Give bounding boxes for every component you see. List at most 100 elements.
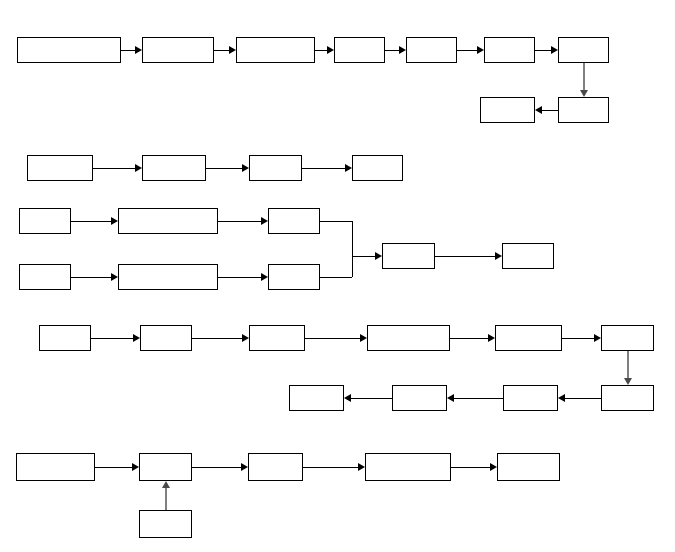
connector-b_qx-to-b_hk-head: [558, 394, 565, 402]
connector-b_uv-to-b_dl-head: [594, 334, 601, 342]
process-box-b_gj[interactable]: [249, 325, 305, 351]
connector-b_qh-to-b_bg-head: [399, 46, 406, 54]
connector-b_bz-to-b_rk: [451, 467, 490, 468]
connector-b_bz-to-b_rk-head: [490, 463, 497, 471]
process-box-b_mj[interactable]: [392, 385, 447, 411]
pilcrow-mark: [14, 434, 16, 445]
connector-b_qqx-to-b_tgkj-head: [229, 46, 236, 54]
connector-b_djfk-to-b_uv: [450, 338, 488, 339]
process-box-b_xy[interactable]: [484, 37, 535, 63]
connector-b_tgkj-to-b_qh: [315, 50, 327, 51]
connector-b_mj-to-b_dj: [351, 398, 392, 399]
connector-b_xj-to-b_jm-head: [579, 90, 588, 97]
connector-b_dl-to-b_qx-head: [623, 378, 632, 385]
process-box-b_zqx[interactable]: [27, 155, 93, 181]
connector-b_jm-to-b_sk-head: [535, 106, 542, 114]
process-box-b_mc1[interactable]: [19, 208, 71, 234]
connector-b_yddj-to-b_pf: [218, 277, 261, 278]
process-box-b_hk[interactable]: [503, 385, 558, 411]
process-box-b_sk[interactable]: [480, 97, 535, 123]
process-box-b_qh[interactable]: [334, 37, 385, 63]
process-box-b_dt[interactable]: [140, 325, 192, 351]
connector-b_qqx-to-b_tgkj: [214, 50, 229, 51]
process-box-b_yk[interactable]: [502, 243, 554, 269]
process-box-b_mc2[interactable]: [19, 264, 71, 290]
connector-b_xy-to-b_xj: [535, 50, 551, 51]
process-box-b_dl[interactable]: [601, 325, 654, 351]
connector-b_qg-to-b_dt-head: [133, 334, 140, 342]
connector-b_dt-to-b_gj: [192, 338, 242, 339]
process-box-b_xj[interactable]: [558, 37, 609, 63]
process-box-b_jm[interactable]: [558, 97, 609, 123]
process-box-b_gk[interactable]: [352, 155, 403, 181]
connector-b_mc2-to-b_yddj-head: [111, 273, 118, 281]
process-box-b_rk[interactable]: [497, 453, 560, 481]
connector-b_qp-to-b_tp: [164, 488, 167, 510]
process-box-b_qqx[interactable]: [142, 37, 214, 63]
process-box-b_bmsy[interactable]: [16, 453, 95, 481]
connector-b_bg-to-b_xy: [457, 50, 477, 51]
connector-b_jm-to-b_sk: [542, 110, 558, 111]
connector-b_qh-to-b_bg: [385, 50, 399, 51]
section-heading-h1_2: [23, 134, 25, 150]
process-box-b_pf[interactable]: [268, 264, 320, 290]
process-box-b_cj[interactable]: [248, 453, 303, 481]
connector-b_th-to-b_yk: [435, 256, 495, 257]
connector-b_zqx-to-b_piys-head: [135, 164, 142, 172]
process-box-b_qg[interactable]: [39, 325, 91, 351]
process-box-b_bg[interactable]: [406, 37, 457, 63]
process-box-b_qp[interactable]: [139, 510, 192, 538]
section-heading-h3: [14, 431, 16, 447]
process-box-b_ito[interactable]: [17, 37, 121, 63]
process-box-b_yh2[interactable]: [268, 208, 320, 234]
connector-b_piys-to-b_yh1-head: [242, 164, 249, 172]
connector-b_gj-to-b_djfk: [305, 338, 360, 339]
connector-b_ito-to-b_qqx: [121, 50, 135, 51]
connector-b_cj-to-b_bz: [303, 467, 358, 468]
process-box-b_dj[interactable]: [289, 385, 344, 411]
process-box-b_ysbk[interactable]: [118, 208, 218, 234]
pilcrow-mark: [10, 7, 12, 18]
process-box-b_yddj[interactable]: [118, 264, 218, 290]
connector-b_tp-to-b_cj-head: [241, 463, 248, 471]
process-box-b_piys[interactable]: [142, 155, 206, 181]
connector-b_uv-to-b_dl: [562, 338, 594, 339]
connector-b_qp-to-b_tp-head: [161, 481, 170, 488]
pilcrow-mark: [9, 306, 11, 317]
connector-merge-to-b_th-head: [375, 252, 382, 260]
process-box-b_tgkj[interactable]: [236, 37, 315, 63]
connector-b_hk-to-b_mj: [454, 398, 503, 399]
process-box-b_bz[interactable]: [365, 453, 451, 481]
connector-b_yh1-to-b_gk-head: [345, 164, 352, 172]
section-heading-h1_1: [23, 19, 25, 35]
connector-b_xy-to-b_xj-head: [551, 46, 558, 54]
connector-b_piys-to-b_yh1: [206, 168, 242, 169]
connector-b_zqx-to-b_piys: [93, 168, 135, 169]
connector-b_qx-to-b_hk: [565, 398, 601, 399]
connector-b_ito-to-b_qqx-head: [135, 46, 142, 54]
connector-b_yddj-to-b_pf-head: [261, 273, 268, 281]
process-box-b_qx[interactable]: [601, 385, 654, 411]
pilcrow-mark: [22, 193, 24, 204]
connector-b_djfk-to-b_uv-head: [488, 334, 495, 342]
pilcrow-mark: [23, 22, 25, 33]
pilcrow-mark: [23, 137, 25, 148]
connector-b_pf-to-b_th-vert: [352, 256, 353, 277]
process-box-b_yh1[interactable]: [249, 155, 302, 181]
connector-b_mc1-to-b_ysbk: [71, 221, 111, 222]
connector-b_cj-to-b_bz-head: [358, 463, 365, 471]
connector-merge-to-b_th: [352, 256, 375, 257]
connector-b_tgkj-to-b_qh-head: [327, 46, 334, 54]
connector-b_dl-to-b_qx: [626, 351, 629, 378]
section-heading-h2: [9, 303, 11, 319]
connector-b_hk-to-b_mj-head: [447, 394, 454, 402]
process-box-b_uv[interactable]: [495, 325, 562, 351]
connector-b_gj-to-b_djfk-head: [360, 334, 367, 342]
connector-b_yh2-to-b_th: [320, 221, 352, 222]
connector-b_dt-to-b_gj-head: [242, 334, 249, 342]
connector-b_bmsy-to-b_tp: [95, 467, 132, 468]
process-box-b_djfk[interactable]: [367, 325, 450, 351]
process-box-b_th[interactable]: [382, 243, 435, 269]
process-box-b_tp[interactable]: [139, 453, 192, 481]
